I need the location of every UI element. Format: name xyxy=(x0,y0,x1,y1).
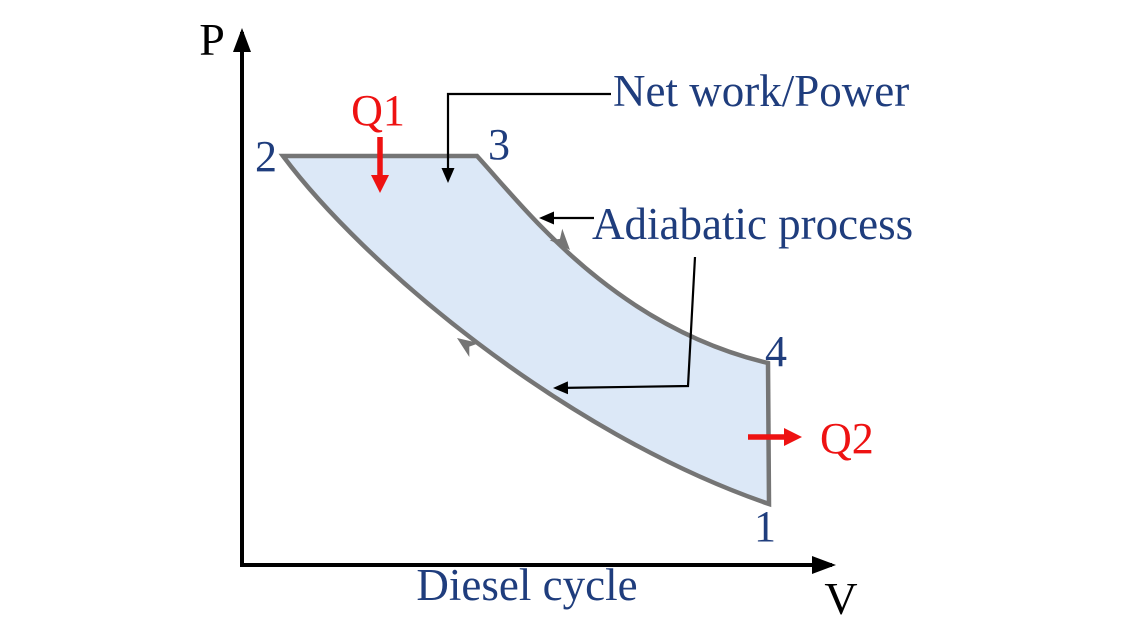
state-point-3: 3 xyxy=(488,120,510,169)
net-work-label: Net work/Power xyxy=(613,66,909,116)
heat-out-label: Q2 xyxy=(820,414,874,463)
heat-in-label: Q1 xyxy=(351,86,405,135)
pressure-axis-label: P xyxy=(199,14,225,65)
diesel-cycle-region xyxy=(278,153,772,508)
state-point-4: 4 xyxy=(765,327,787,376)
state-point-2: 2 xyxy=(255,132,277,181)
process-direction-arrow-compression xyxy=(457,338,480,358)
process-direction-arrow-expansion xyxy=(549,228,570,250)
adiabatic-process-label: Adiabatic process xyxy=(592,199,913,249)
volume-axis-label: V xyxy=(824,573,857,624)
diagram-title: Diesel cycle xyxy=(416,560,637,610)
net-work-leader-arrow xyxy=(441,92,611,183)
state-point-1: 1 xyxy=(754,502,776,551)
adiabatic-lower-leader-arrow xyxy=(553,256,697,395)
